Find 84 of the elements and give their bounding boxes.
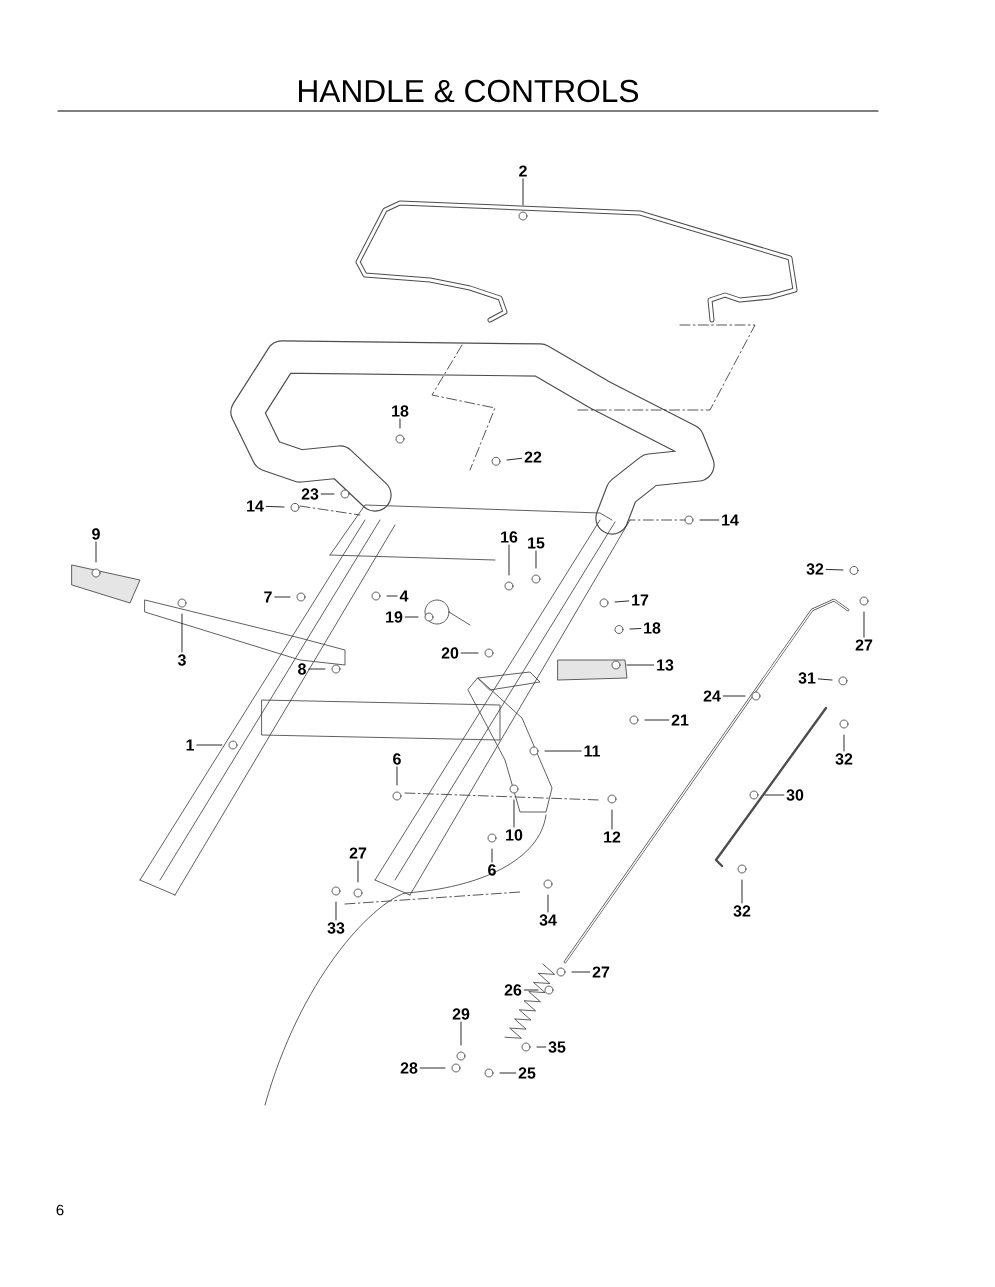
leader-line [460,652,479,654]
leader-line [536,1046,547,1048]
callout-number: 7 [264,591,272,603]
callout-number: 18 [392,405,409,417]
callout-number: 8 [298,663,306,675]
callout-number: 17 [632,594,649,606]
callout-number: 27 [592,966,610,978]
leader-line [181,613,183,653]
leader-line [274,596,291,598]
leader-line [614,600,630,603]
callout-number: 32 [835,753,853,765]
leader-line [335,901,337,921]
callout-number: 18 [644,622,661,634]
callout-number: 15 [528,537,545,549]
leader-line [629,628,642,630]
callout-number: 32 [733,905,751,917]
callout-number: 20 [441,647,459,659]
callout-number: 16 [501,531,518,543]
leader-line [547,894,549,913]
leader-line [399,418,401,429]
callout-number: 4 [399,590,409,602]
callout-number: 9 [92,528,100,540]
leader-line [722,695,746,697]
leader-line [825,569,844,571]
callout-number: 12 [604,831,621,843]
callout-number: 24 [703,690,721,702]
leader-line [535,550,537,569]
callout-number: 31 [798,672,816,684]
callout-number: 33 [327,922,345,934]
leader-line [357,860,359,883]
leader-line [817,678,833,681]
leader-line [508,544,510,576]
callout-number: 14 [722,514,739,526]
leader-line [741,879,743,904]
callout-number: 2 [519,165,527,177]
leader-line [196,744,223,746]
callout-number: 14 [247,500,264,512]
leader-line [95,541,97,563]
callout-number: 26 [504,984,522,996]
callout-number: 19 [386,611,403,623]
leader-line [419,1067,446,1069]
callout-number: 32 [806,563,824,575]
leader-line [863,611,865,638]
callout-number: 29 [452,1008,470,1020]
leader-line [320,493,335,495]
leader-line [265,506,285,508]
callout-number: 27 [855,639,873,651]
leader-line [544,750,582,752]
leader-line [499,1072,517,1074]
leader-line [644,719,670,721]
leader-line [506,457,523,461]
callout-number: 23 [301,488,319,500]
leader-line [843,734,845,752]
callout-number: 35 [548,1041,566,1053]
leader-line [308,668,326,670]
leader-line [611,809,613,830]
callout-number: 21 [671,714,689,726]
callout-number: 6 [488,864,496,876]
leader-line [764,794,785,796]
callout-number: 25 [518,1067,536,1079]
title: HANDLE & CONTROLS [299,79,639,103]
callout-number: 30 [786,789,804,801]
callout-number: 11 [584,745,600,757]
callout-number: 6 [393,753,401,765]
callout-number: 27 [349,847,367,859]
callout-number: 28 [400,1062,418,1074]
callout-number: 10 [506,829,523,841]
leader-line [626,664,655,666]
callout-number: 3 [177,654,186,666]
leader-line [491,848,493,863]
callout-number: 1 [186,739,194,751]
leader-line [523,989,539,991]
leader-line [404,616,419,618]
leader-line [396,766,398,786]
leader-line [699,519,720,521]
leader-line [513,799,515,828]
leader-line [571,971,591,973]
page-number: 6 [56,1204,64,1216]
callout-number: 13 [657,659,674,671]
leader-line [460,1021,462,1046]
leader-line [522,178,524,206]
callout-number: 34 [539,914,557,926]
leader-line [386,595,398,597]
callout-number: 22 [524,451,542,463]
